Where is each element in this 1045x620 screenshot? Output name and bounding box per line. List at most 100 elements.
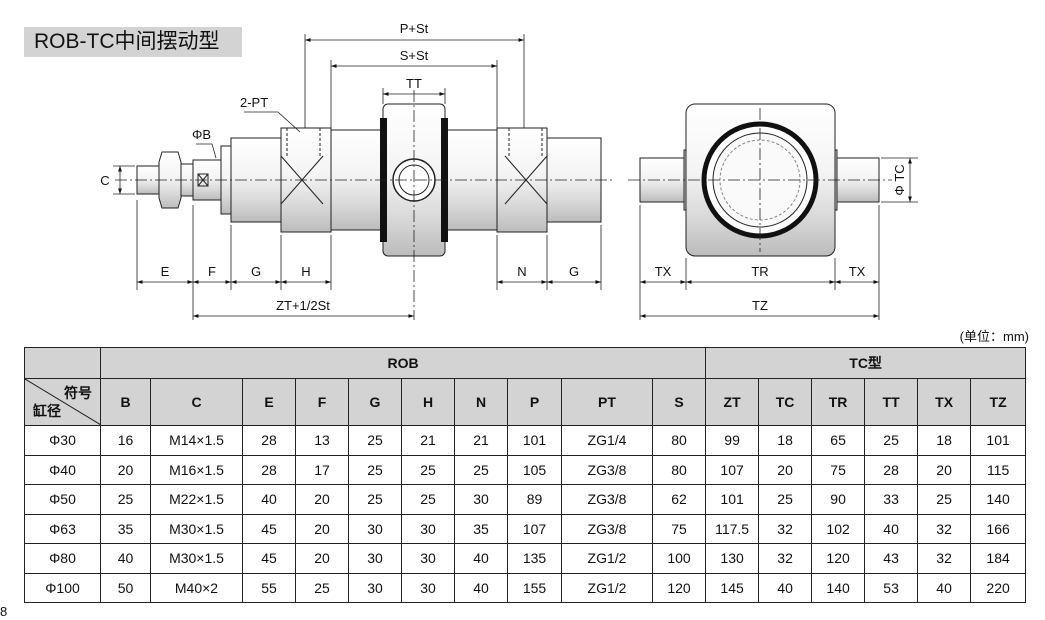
table-cell: 102 bbox=[811, 513, 866, 544]
table-cell: 21 bbox=[454, 425, 508, 456]
column-header: N bbox=[454, 378, 508, 426]
table-cell: 40 bbox=[242, 484, 296, 515]
table-cell: 32 bbox=[917, 543, 972, 574]
label-n: N bbox=[517, 264, 526, 279]
label-phi-tc: Φ TC bbox=[892, 164, 907, 195]
column-header: B bbox=[100, 378, 151, 426]
table-cell: 90 bbox=[811, 484, 866, 515]
table-cell: 17 bbox=[295, 454, 349, 485]
table-cell: 30 bbox=[401, 513, 455, 544]
label-g: G bbox=[251, 264, 261, 279]
table-cell: 80 bbox=[651, 425, 707, 456]
label-tz: TZ bbox=[752, 298, 768, 313]
label-phi-b: ΦB bbox=[192, 127, 211, 142]
table-cell: 20 bbox=[295, 543, 349, 574]
table-cell: 40 bbox=[758, 572, 813, 603]
table-cell: 105 bbox=[507, 454, 562, 485]
column-header: TC bbox=[758, 378, 813, 426]
table-cell: M40×2 bbox=[150, 572, 243, 603]
table-cell: 40 bbox=[917, 572, 972, 603]
table-cell: M30×1.5 bbox=[150, 543, 243, 574]
column-header: E bbox=[242, 378, 296, 426]
table-cell: 140 bbox=[970, 484, 1027, 515]
table-cell: ZG3/8 bbox=[561, 513, 653, 544]
column-header: G bbox=[348, 378, 402, 426]
table-cell: 107 bbox=[705, 454, 760, 485]
table-cell: 117.5 bbox=[705, 513, 760, 544]
column-header: C bbox=[150, 378, 243, 426]
label-s-st: S+St bbox=[400, 48, 429, 63]
table-cell: 28 bbox=[242, 425, 296, 456]
table-cell: 75 bbox=[811, 454, 866, 485]
table-cell: 20 bbox=[295, 513, 349, 544]
bore-cell: Φ100 bbox=[24, 572, 101, 603]
column-header: F bbox=[295, 378, 349, 426]
table-cell: M14×1.5 bbox=[150, 425, 243, 456]
table-cell: 20 bbox=[295, 484, 349, 515]
column-header: ZT bbox=[705, 378, 760, 426]
table-cell: 25 bbox=[295, 572, 349, 603]
table-corner-blank bbox=[24, 347, 101, 379]
corner-header: 符号 缸径 bbox=[24, 378, 101, 426]
table-cell: 53 bbox=[864, 572, 919, 603]
table-cell: 30 bbox=[348, 572, 402, 603]
column-header: TT bbox=[864, 378, 919, 426]
table-cell: 32 bbox=[917, 513, 972, 544]
table-cell: 135 bbox=[507, 543, 562, 574]
table-cell: M16×1.5 bbox=[150, 454, 243, 485]
table-cell: 89 bbox=[507, 484, 562, 515]
table-cell: 30 bbox=[348, 513, 402, 544]
label-2-pt: 2-PT bbox=[240, 95, 268, 110]
bore-cell: Φ40 bbox=[24, 454, 101, 485]
table-cell: 20 bbox=[917, 454, 972, 485]
label-tx-right: TX bbox=[849, 264, 866, 279]
bore-cell: Φ63 bbox=[24, 513, 101, 544]
table-cell: 28 bbox=[864, 454, 919, 485]
bore-cell: Φ30 bbox=[24, 425, 101, 456]
table-cell: 16 bbox=[100, 425, 151, 456]
table-cell: 40 bbox=[100, 543, 151, 574]
page-number: 8 bbox=[0, 604, 8, 619]
table-cell: 115 bbox=[970, 454, 1027, 485]
table-cell: 101 bbox=[507, 425, 562, 456]
table-cell: 101 bbox=[970, 425, 1027, 456]
table-cell: 75 bbox=[651, 513, 707, 544]
unit-note: (单位：mm) bbox=[959, 329, 1029, 344]
table-cell: 25 bbox=[348, 454, 402, 485]
table-cell: 101 bbox=[705, 484, 760, 515]
bore-cell: Φ50 bbox=[24, 484, 101, 515]
column-header: TR bbox=[811, 378, 866, 426]
column-header: S bbox=[651, 378, 707, 426]
table-cell: 28 bbox=[242, 454, 296, 485]
table-cell: 20 bbox=[100, 454, 151, 485]
label-g-right: G bbox=[569, 264, 579, 279]
table-cell: 120 bbox=[651, 572, 707, 603]
table-cell: 43 bbox=[864, 543, 919, 574]
table-cell: 55 bbox=[242, 572, 296, 603]
table-cell: 30 bbox=[401, 543, 455, 574]
table-cell: 25 bbox=[401, 484, 455, 515]
column-header: PT bbox=[561, 378, 653, 426]
table-cell: 140 bbox=[811, 572, 866, 603]
table-cell: 18 bbox=[917, 425, 972, 456]
table-cell: 25 bbox=[758, 484, 813, 515]
table-cell: 33 bbox=[864, 484, 919, 515]
table-cell: 220 bbox=[970, 572, 1027, 603]
table-cell: ZG1/4 bbox=[561, 425, 653, 456]
table-cell: 145 bbox=[705, 572, 760, 603]
table-cell: 30 bbox=[348, 543, 402, 574]
table-cell: 25 bbox=[917, 484, 972, 515]
table-cell: 130 bbox=[705, 543, 760, 574]
end-view bbox=[628, 103, 892, 257]
table-cell: ZG1/2 bbox=[561, 572, 653, 603]
table-cell: 184 bbox=[970, 543, 1027, 574]
table-cell: 100 bbox=[651, 543, 707, 574]
